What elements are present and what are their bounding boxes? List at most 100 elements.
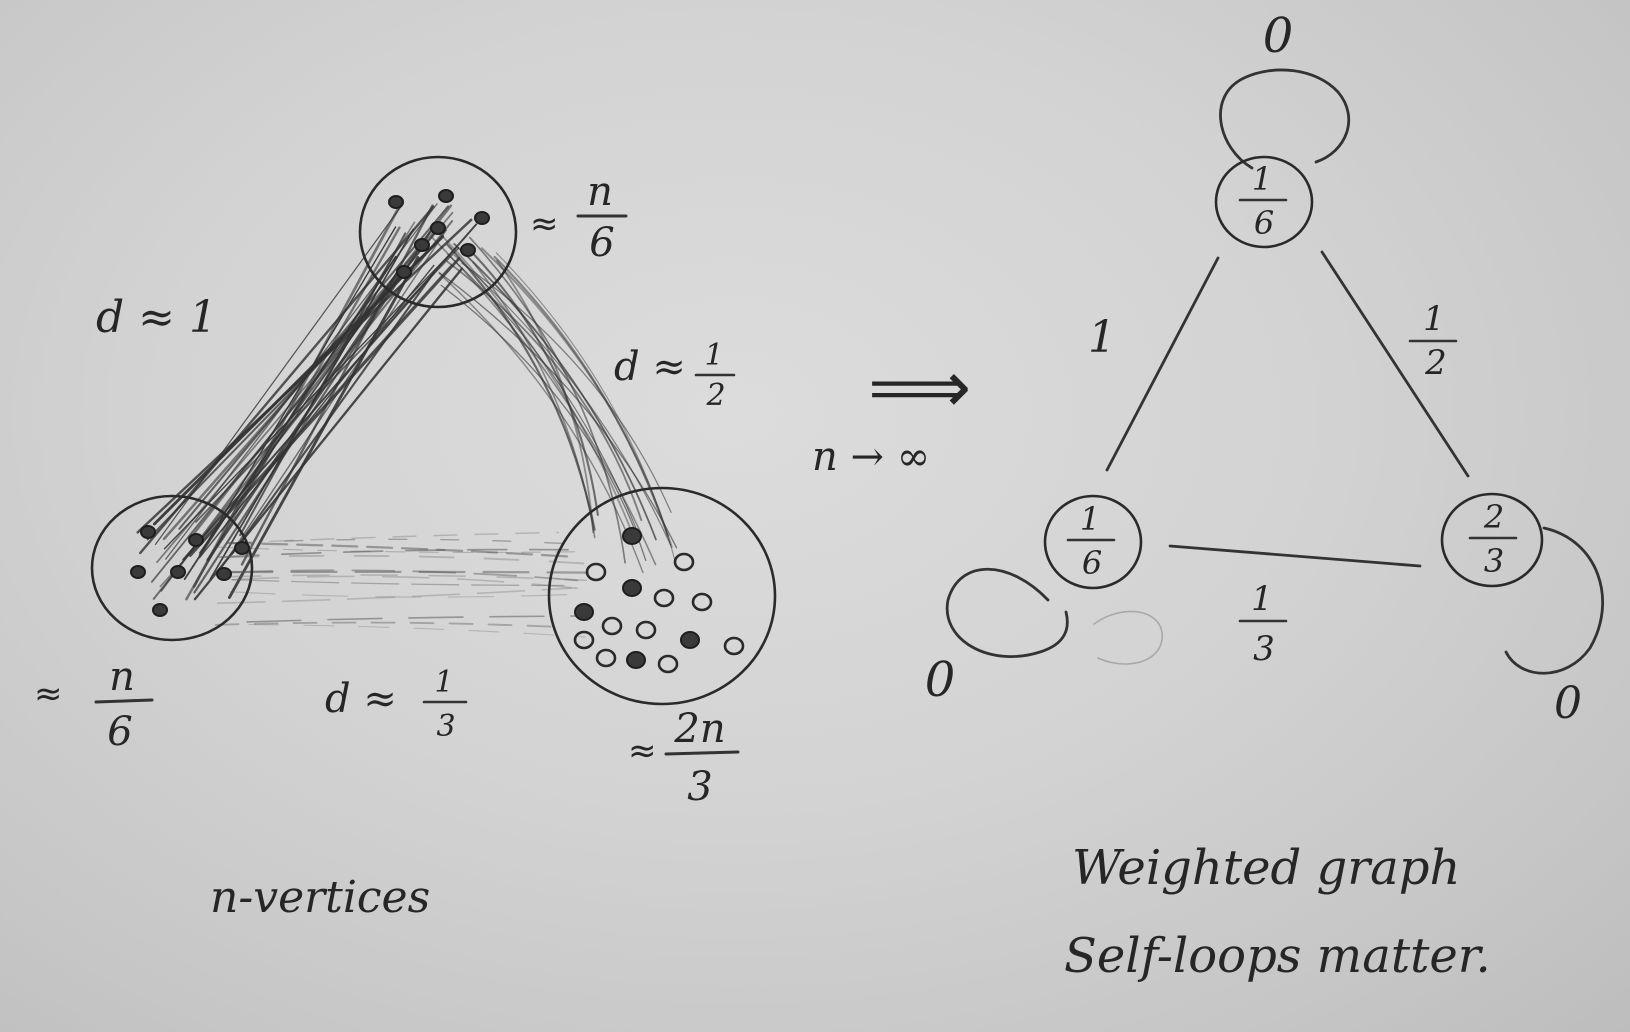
edge-stroke xyxy=(231,575,578,590)
vertex-dot xyxy=(430,221,446,235)
edge-stroke xyxy=(193,227,434,594)
edge-stroke xyxy=(248,624,586,638)
edge-density-label-top-right: d ≈ 1 2 xyxy=(614,338,736,413)
edge-stroke xyxy=(228,531,559,544)
edge-stroke xyxy=(471,252,599,516)
edge-stroke xyxy=(198,226,397,556)
limit-label: n → ∞ xyxy=(812,434,930,480)
left-graph: ≈ n 6 ≈ n 6 ≈ 2n 3 d ≈ 1 d ≈ 1 2 d ≈ xyxy=(34,155,777,923)
edge-stroke xyxy=(217,229,447,573)
edge-stroke xyxy=(206,266,407,562)
vertex-dot xyxy=(573,630,595,650)
vertex-dot xyxy=(188,533,204,547)
edge-weight-top-right: 1 2 xyxy=(1408,299,1458,383)
edge-stroke xyxy=(447,253,637,529)
edge-stroke xyxy=(438,272,644,574)
fraction-numerator: 1 xyxy=(1423,299,1445,339)
vertex-dot xyxy=(635,620,657,640)
edge-top-left xyxy=(1105,256,1220,472)
top-cluster-size-label: ≈ n 6 xyxy=(530,169,628,266)
edge-density-label-top-left: d ≈ 1 xyxy=(96,292,217,343)
edge-stroke xyxy=(231,579,565,587)
erased-loop xyxy=(1093,610,1163,665)
edge-stroke xyxy=(185,226,401,601)
vertex-dot xyxy=(152,603,168,617)
self-loop-left xyxy=(945,567,1069,658)
implies-arrow: ⟹ xyxy=(868,345,971,429)
fraction-denominator: 3 xyxy=(1253,629,1275,669)
node-left: 1 6 xyxy=(1043,494,1143,590)
edge-stroke xyxy=(136,218,473,534)
edge-bundle-bottom xyxy=(214,531,594,638)
fraction-numerator: n xyxy=(109,654,135,700)
vertex-dot xyxy=(601,616,623,636)
node-weight-denominator: 6 xyxy=(1254,204,1274,242)
fraction-numerator: 1 xyxy=(704,338,723,373)
node-weight-numerator: 2 xyxy=(1483,498,1504,536)
right-cluster-ring xyxy=(547,486,777,706)
vertex-dot xyxy=(438,189,454,203)
edge-stroke xyxy=(178,205,450,530)
fraction-denominator: 2 xyxy=(1424,343,1447,383)
edge-stroke xyxy=(154,204,403,545)
edge-bottom xyxy=(1168,544,1422,568)
edge-bundle-top-left xyxy=(136,200,478,601)
edge-stroke xyxy=(188,257,461,557)
edge-stroke xyxy=(246,615,593,623)
left-cluster-size-label: ≈ n 6 xyxy=(34,654,154,755)
approx-symbol: ≈ xyxy=(530,204,559,244)
node-weight-numerator: 1 xyxy=(1252,160,1272,198)
vertex-dot xyxy=(595,648,617,668)
vertex-dot xyxy=(622,579,642,597)
node-weight-denominator: 3 xyxy=(1484,542,1504,580)
density-prefix: d ≈ xyxy=(325,676,397,722)
density-prefix: d ≈ xyxy=(614,344,686,390)
self-loop-left-weight: 0 xyxy=(925,652,956,708)
vertex-dot xyxy=(474,211,490,225)
edge-weight-bottom: 1 3 xyxy=(1238,579,1288,669)
note-weighted-graph: Weighted graph xyxy=(1072,840,1460,896)
note-self-loops-matter: Self-loops matter. xyxy=(1064,928,1491,984)
edge-stroke xyxy=(453,243,657,541)
vertex-dot xyxy=(460,243,476,257)
edge-stroke xyxy=(446,260,643,521)
node-weight-numerator: 1 xyxy=(1080,500,1100,538)
vertex-dot xyxy=(130,565,146,579)
vertex-dot xyxy=(626,651,646,669)
fraction-denominator: 6 xyxy=(107,709,132,755)
vertex-dot xyxy=(673,552,695,572)
self-loop-top-weight: 0 xyxy=(1263,8,1294,64)
edge-stroke xyxy=(223,554,594,565)
edge-stroke xyxy=(240,204,434,566)
vertex-dot xyxy=(680,631,700,649)
fraction-numerator: 2n xyxy=(673,706,725,752)
self-loop-right xyxy=(1504,526,1604,675)
vertex-dot xyxy=(396,265,412,279)
vertex-dot xyxy=(622,527,642,545)
edge-density-label-bottom: d ≈ 1 3 xyxy=(325,665,468,744)
top-cluster-vertices xyxy=(388,189,490,279)
edge-stroke xyxy=(163,247,457,550)
vertex-dot xyxy=(723,636,745,656)
node-weight-denominator: 6 xyxy=(1082,544,1102,582)
vertex-dot xyxy=(234,541,250,555)
caption-n-vertices: n-vertices xyxy=(210,872,430,923)
vertex-dot xyxy=(414,238,430,252)
vertex-dot xyxy=(653,588,675,608)
edge-stroke xyxy=(440,284,647,561)
edge-stroke xyxy=(216,587,572,604)
vertex-dot xyxy=(388,195,404,209)
self-loop-right-weight: 0 xyxy=(1554,678,1582,729)
fraction-denominator: 2 xyxy=(705,378,725,413)
edge-bundle-top-right xyxy=(431,229,678,574)
edge-stroke xyxy=(496,259,595,534)
edge-stroke xyxy=(435,229,635,538)
edge-stroke xyxy=(493,255,669,537)
fraction-denominator: 3 xyxy=(687,764,712,810)
edge-stroke xyxy=(472,261,596,539)
right-cluster-vertices xyxy=(573,527,745,674)
edge-stroke xyxy=(453,254,672,546)
top-cluster-ring xyxy=(358,155,518,309)
fraction-denominator: 3 xyxy=(436,709,455,744)
